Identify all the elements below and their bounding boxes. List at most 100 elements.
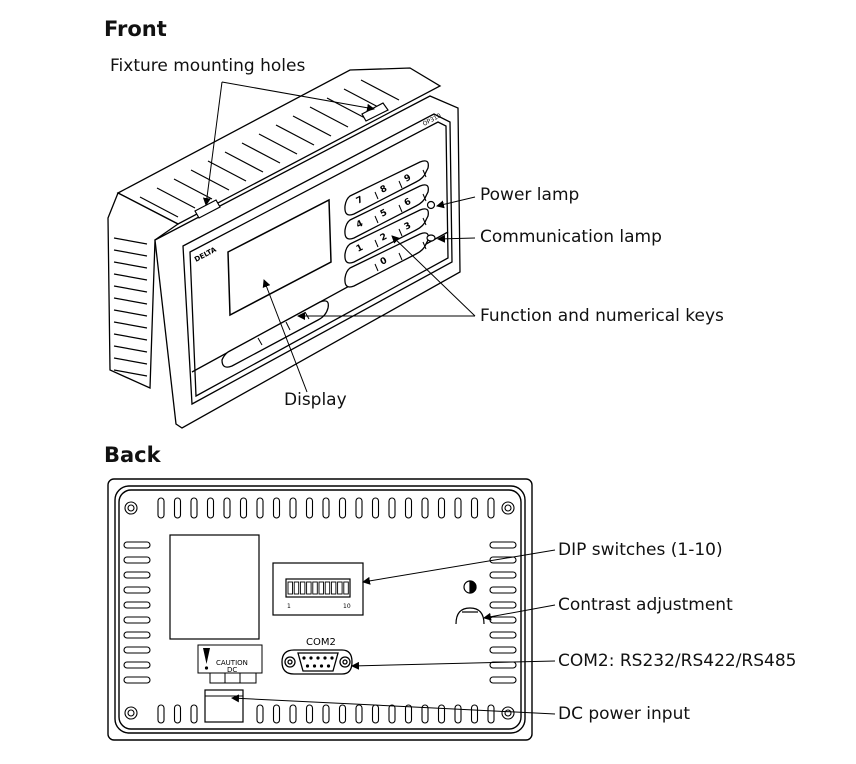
back-vent-slot bbox=[489, 646, 517, 654]
back-vent-slot bbox=[305, 704, 314, 724]
com2-pin bbox=[330, 656, 334, 660]
back-vent-slot bbox=[487, 497, 495, 519]
back-vent-slot bbox=[223, 497, 231, 519]
back-vent-slot bbox=[487, 704, 495, 724]
com2-pin bbox=[319, 664, 324, 668]
side-vent-rib bbox=[113, 321, 148, 329]
side-vent-rib bbox=[113, 345, 148, 353]
side-vent-rib bbox=[113, 285, 148, 293]
back-leader-lines bbox=[231, 549, 556, 715]
label-comm-lamp: Communication lamp bbox=[480, 227, 662, 247]
com2-pin bbox=[302, 656, 306, 660]
back-vent-slot bbox=[421, 497, 429, 519]
com2-pin bbox=[326, 664, 331, 668]
dip-switch bbox=[312, 581, 318, 595]
back-vent-slot bbox=[256, 704, 264, 724]
com2-pin bbox=[305, 664, 310, 668]
side-vent-rib bbox=[113, 333, 148, 341]
top-vent-rib bbox=[139, 196, 179, 218]
dip-end-label: 10 bbox=[343, 603, 351, 610]
back-vent-slot bbox=[338, 704, 347, 724]
back-vent-slot bbox=[489, 676, 517, 684]
side-vent-rib bbox=[113, 309, 148, 317]
top-vent-rib bbox=[156, 187, 196, 209]
housing-top-vents bbox=[139, 79, 400, 218]
label-function-keys: Function and numerical keys bbox=[480, 306, 724, 326]
label-fixture-holes: Fixture mounting holes bbox=[110, 56, 306, 76]
dip-switch bbox=[330, 581, 337, 595]
com2-pin bbox=[316, 656, 320, 660]
key-divider bbox=[398, 204, 403, 213]
label-dc-power: DC power input bbox=[558, 704, 691, 724]
back-vent-slot bbox=[437, 497, 446, 519]
key-divider bbox=[422, 217, 427, 226]
com2-connector bbox=[281, 649, 353, 675]
power-lamp-indicator bbox=[426, 200, 436, 210]
back-vent-slot bbox=[256, 497, 264, 519]
front-heading: Front bbox=[104, 17, 167, 41]
label-power-lamp: Power lamp bbox=[480, 185, 580, 205]
com2-pins bbox=[302, 656, 334, 668]
back-vent-slot bbox=[173, 704, 182, 724]
top-vent-rib bbox=[360, 79, 400, 101]
top-vent-rib bbox=[258, 133, 298, 155]
dip-switch bbox=[318, 581, 324, 595]
back-vent-slot bbox=[489, 541, 517, 549]
keypad-digit: 0 bbox=[379, 256, 389, 268]
back-vent-slot bbox=[123, 571, 151, 579]
display-screen bbox=[227, 198, 332, 317]
key-divider bbox=[374, 263, 379, 272]
keypad-digit: 9 bbox=[403, 173, 413, 185]
key-divider bbox=[398, 180, 403, 189]
back-vent-slot bbox=[388, 704, 396, 724]
back-vent-slot bbox=[489, 556, 517, 564]
back-vent-slot bbox=[123, 661, 151, 669]
keypad-digit: 7 bbox=[355, 195, 365, 207]
side-vent-rib bbox=[113, 357, 148, 365]
dip-switch bbox=[293, 581, 300, 595]
top-vent-rib bbox=[343, 88, 383, 110]
back-vent-slot bbox=[454, 497, 462, 519]
back-vent-slot bbox=[371, 704, 380, 724]
housing-left-vents bbox=[113, 237, 148, 377]
back-vent-slot bbox=[489, 586, 517, 594]
back-vent-slot bbox=[123, 631, 151, 639]
top-vent-rib bbox=[309, 106, 349, 128]
side-vent-rib bbox=[113, 261, 148, 269]
back-vent-slot bbox=[272, 497, 281, 519]
keypad-digit: 3 bbox=[403, 221, 413, 233]
dip-start-label: 1 bbox=[287, 603, 291, 610]
top-vent-rib bbox=[190, 169, 230, 191]
side-vent-rib bbox=[113, 273, 148, 281]
key-divider bbox=[374, 191, 379, 200]
back-vent-slot bbox=[123, 616, 151, 624]
side-vent-rib bbox=[113, 237, 148, 245]
side-vent-rib bbox=[113, 369, 148, 377]
comm-lamp-indicator bbox=[426, 234, 436, 242]
back-vent-slot bbox=[470, 497, 479, 519]
back-vent-slot bbox=[289, 497, 297, 519]
back-vent-slot bbox=[489, 616, 517, 624]
key-divider bbox=[374, 215, 379, 224]
back-vent-slot bbox=[123, 541, 151, 549]
key-divider bbox=[398, 252, 403, 261]
keypad-digit: 8 bbox=[379, 184, 389, 196]
top-vent-rib bbox=[207, 160, 247, 182]
back-vent-slot bbox=[305, 497, 314, 519]
keypad-row bbox=[344, 184, 429, 240]
back-vent-slot bbox=[437, 704, 446, 724]
caution-text: CAUTION bbox=[216, 659, 248, 667]
com2-port-label: COM2 bbox=[306, 637, 336, 648]
top-vent-rib bbox=[173, 178, 213, 200]
keypad-row bbox=[344, 232, 429, 288]
back-vent-slot bbox=[404, 704, 413, 724]
key-divider bbox=[374, 239, 379, 248]
label-dip-switches: DIP switches (1-10) bbox=[558, 540, 723, 560]
key-divider bbox=[398, 228, 403, 237]
back-vent-slot bbox=[489, 601, 517, 609]
dip-switches bbox=[287, 581, 349, 595]
top-vent-rib bbox=[241, 142, 281, 164]
keypad-digit: 4 bbox=[355, 219, 365, 231]
keypad-row bbox=[344, 160, 429, 216]
back-vent-slot bbox=[272, 704, 281, 724]
